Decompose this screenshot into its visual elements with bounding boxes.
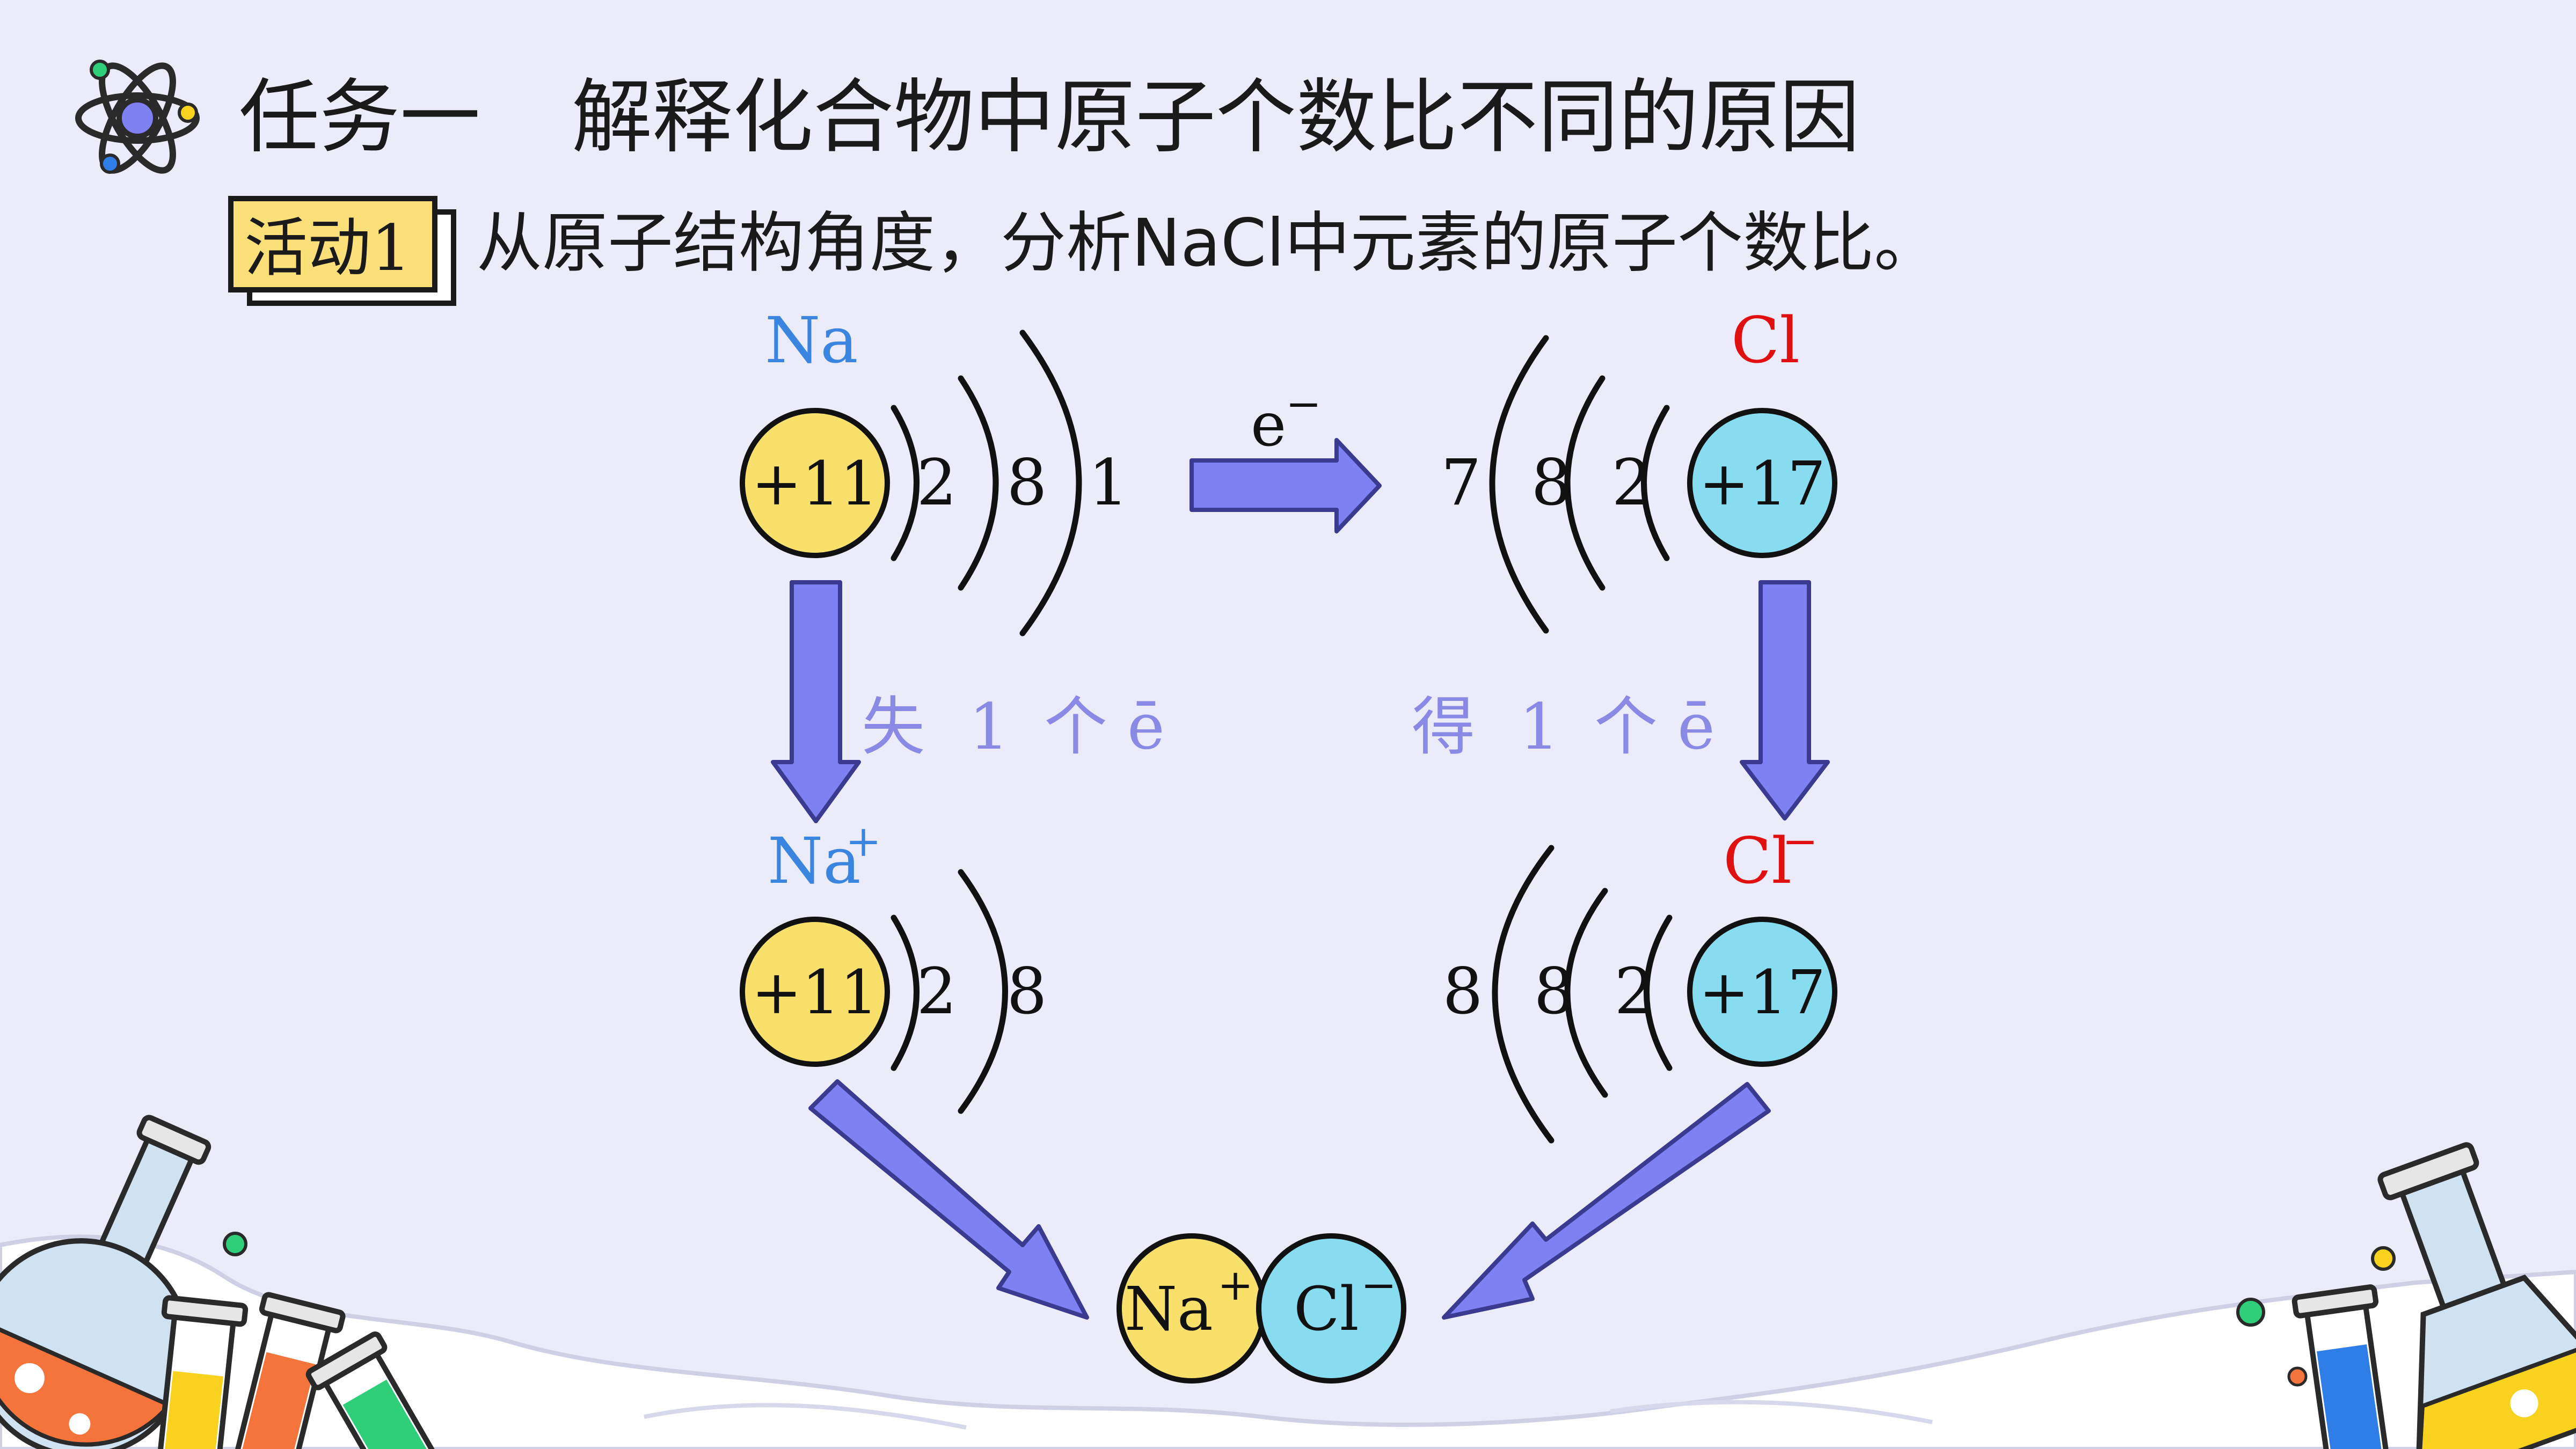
na-ion-shell-2-count: 8	[1006, 954, 1047, 1028]
gain-electron-label: 得 1 个 ē	[1412, 690, 1715, 764]
cl-shell-2	[1564, 375, 1606, 591]
cl-ion-shell-3	[1492, 845, 1555, 1144]
chemistry-flask-icon	[2377, 1142, 2576, 1449]
na-lose-arrow	[771, 580, 861, 823]
product-cl-ion: Cl −	[1256, 1233, 1406, 1384]
gain-unit: 个	[1594, 690, 1658, 764]
cl-ion-shell-1	[1644, 914, 1673, 1071]
test-tube-icon	[2292, 1284, 2392, 1449]
na-shell-1	[891, 405, 920, 561]
cl-atom-label: Cl	[1731, 303, 1800, 377]
na-ion-shell-1	[891, 914, 920, 1071]
na-shell-3-count: 1	[1088, 445, 1128, 519]
atom-icon	[75, 60, 200, 174]
cl-shell-2-count: 8	[1531, 445, 1571, 519]
cl-shell-1-count: 2	[1611, 445, 1652, 519]
cl-ion-symbol: Cl	[1723, 824, 1792, 898]
lose-count: 1	[969, 690, 1009, 764]
na-ion-symbol: Na	[768, 824, 861, 898]
cl-shell-1	[1641, 405, 1670, 561]
product-na-charge: +	[1217, 1260, 1253, 1310]
na-ion-nucleus-charge: +11	[751, 958, 878, 1028]
na-nucleus-charge: +11	[751, 449, 878, 519]
na-shell-2	[958, 375, 999, 591]
product-na-symbol: Na	[1125, 1275, 1213, 1344]
product-na-ion: Na +	[1116, 1233, 1267, 1384]
gain-particle: ē	[1677, 690, 1715, 764]
na-ion-shell-2	[958, 869, 1008, 1114]
cl-nucleus-charge: +17	[1699, 449, 1826, 519]
electron-transfer-arrow	[1190, 438, 1382, 533]
cl-ion-shell-3-count: 8	[1442, 954, 1483, 1028]
product-cl-symbol: Cl	[1294, 1275, 1359, 1344]
electron-transfer-label: e −	[1251, 379, 1322, 460]
gain-verb: 得	[1412, 690, 1475, 764]
bubble-dot	[223, 1232, 247, 1256]
bubble-dot	[2236, 1298, 2265, 1327]
lose-particle: ē	[1127, 690, 1165, 764]
activity-badge: 活动1	[228, 196, 456, 306]
gain-count: 1	[1519, 690, 1559, 764]
activity-badge-label: 活动1	[244, 211, 411, 285]
na-ion-shell-1-count: 2	[916, 954, 957, 1028]
cl-shell-3	[1489, 335, 1549, 634]
na-ion-charge: +	[845, 816, 881, 866]
cl-ion-charge: −	[1782, 816, 1818, 866]
na-ion-label: Na +	[768, 816, 881, 898]
electron-charge: −	[1286, 379, 1322, 429]
task-label: 任务一	[239, 71, 480, 164]
cl-atom-nucleus: +17	[1687, 408, 1837, 558]
na-shell-3	[1019, 330, 1082, 636]
cl-ion-label: Cl −	[1723, 816, 1818, 898]
cl-ion-shell-1-count: 2	[1614, 954, 1654, 1028]
na-ion-nucleus: +11	[740, 917, 890, 1067]
cl-ion-shell-2-count: 8	[1534, 954, 1574, 1028]
lose-verb: 失	[862, 690, 925, 764]
page-title: 解释化合物中原子个数比不同的原因	[572, 71, 1860, 164]
na-atom-label: Na	[765, 303, 858, 377]
cl-gain-arrow	[1740, 580, 1830, 821]
na-ion-to-product-arrow	[808, 1079, 1089, 1320]
test-tube-icon	[155, 1292, 445, 1449]
na-shell-2-count: 8	[1006, 445, 1047, 519]
na-shell-1-count: 2	[916, 445, 957, 519]
cl-ion-to-product-arrow	[1442, 1082, 1771, 1320]
na-atom-nucleus: +11	[740, 408, 890, 558]
product-cl-charge: −	[1361, 1260, 1397, 1310]
activity-prompt: 从原子结构角度，分析NaCl中元素的原子个数比。	[477, 205, 1939, 281]
cl-shell-3-count: 7	[1441, 445, 1481, 519]
cl-ion-nucleus-charge: +17	[1699, 958, 1826, 1028]
lose-unit: 个	[1044, 690, 1107, 764]
cl-ion-shell-2	[1564, 888, 1608, 1098]
cl-ion-nucleus: +17	[1687, 917, 1837, 1067]
bubble-dot	[2371, 1246, 2396, 1271]
bubble-dot	[2287, 1366, 2308, 1387]
lose-electron-label: 失 1 个 ē	[862, 690, 1165, 764]
electron-symbol: e	[1251, 390, 1286, 460]
